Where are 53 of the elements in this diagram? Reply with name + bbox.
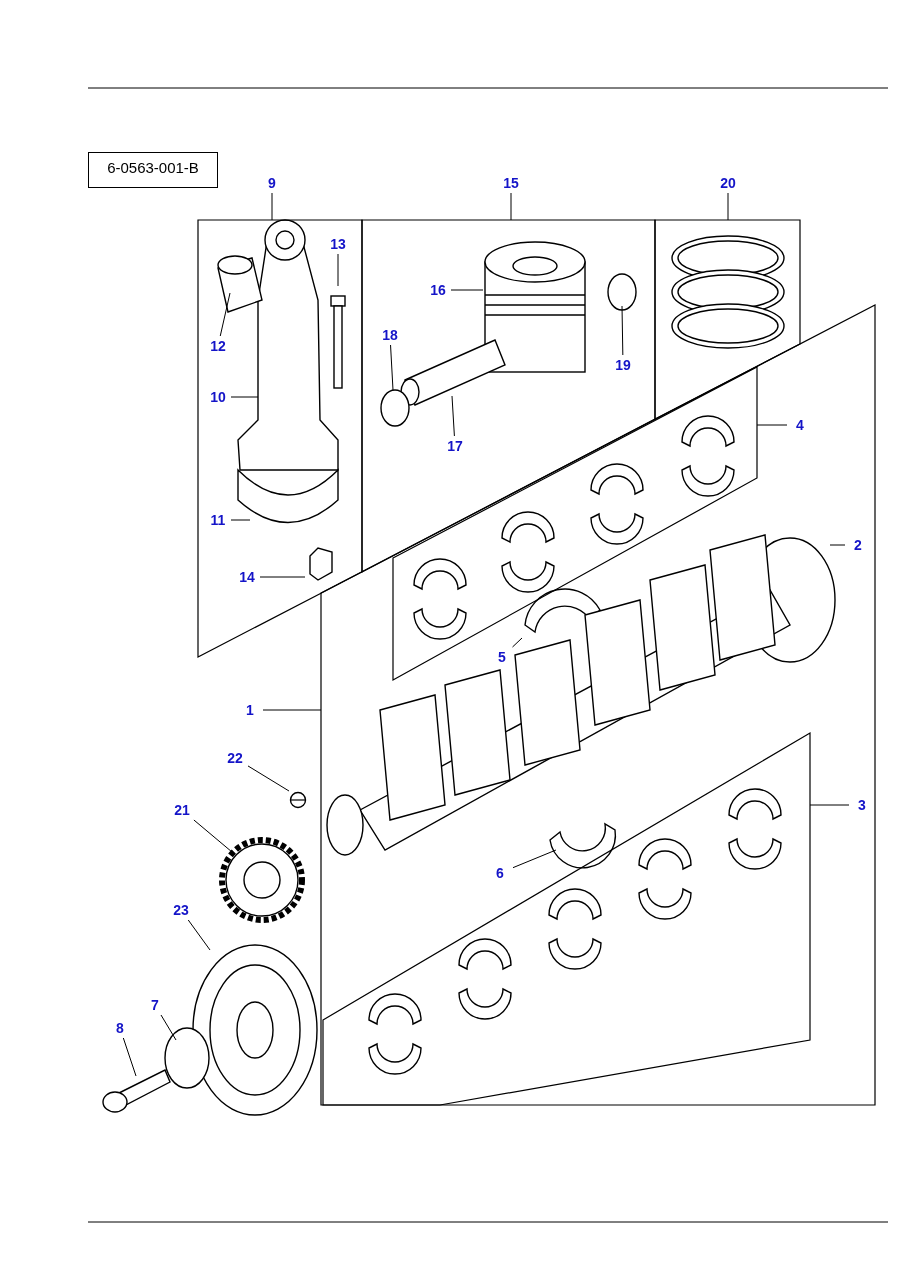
leader-line: [512, 849, 557, 869]
leader-line: [122, 1037, 137, 1077]
drawing-number-box: 6-0563-001-B: [88, 152, 218, 188]
callout-number: 14: [232, 568, 262, 586]
callout-number: 6: [485, 864, 515, 882]
leader-line: [756, 424, 788, 426]
leader-line: [390, 344, 394, 391]
callout-number: 12: [203, 337, 233, 355]
leader-line: [230, 519, 251, 521]
leader-line: [262, 709, 322, 711]
callout-number: 4: [785, 416, 815, 434]
callout-number: 23: [166, 901, 196, 919]
callout-number: 18: [375, 326, 405, 344]
leader-line: [451, 395, 455, 437]
callout-number: 2: [843, 536, 873, 554]
parts-group-frame: [198, 220, 362, 657]
key-drawing: [289, 791, 307, 809]
leader-line: [271, 192, 273, 221]
leader-line: [187, 919, 211, 951]
callout-number: 21: [167, 801, 197, 819]
callout-number: 17: [440, 437, 470, 455]
callout-number: 19: [608, 356, 638, 374]
callout-number: 11: [203, 511, 233, 529]
leader-line: [727, 192, 729, 221]
callout-number: 22: [220, 749, 250, 767]
leader-line: [809, 804, 850, 806]
leader-line: [510, 192, 512, 221]
callout-number: 15: [496, 174, 526, 192]
leader-line: [160, 1014, 177, 1041]
callout-number: 20: [713, 174, 743, 192]
parts-group-frame: [323, 733, 810, 1105]
leader-line: [621, 305, 624, 356]
callout-number: 3: [847, 796, 877, 814]
callout-number: 1: [235, 701, 265, 719]
parts-group-frame: [362, 220, 655, 572]
parts-group-frame: [655, 220, 800, 419]
callout-number: 7: [140, 996, 170, 1014]
parts-group-frame: [321, 305, 875, 1105]
leader-line: [219, 292, 231, 337]
leader-line: [829, 544, 846, 546]
leader-line: [259, 576, 306, 578]
leader-line: [230, 396, 259, 398]
leader-line: [247, 765, 290, 792]
callout-number: 13: [323, 235, 353, 253]
leader-line: [337, 253, 339, 287]
leader-line: [450, 289, 484, 291]
callout-number: 9: [257, 174, 287, 192]
callout-number: 10: [203, 388, 233, 406]
callout-number: 5: [487, 648, 517, 666]
callout-number: 8: [105, 1019, 135, 1037]
leader-line: [512, 637, 523, 648]
callout-number: 16: [423, 281, 453, 299]
leader-line: [193, 819, 233, 853]
